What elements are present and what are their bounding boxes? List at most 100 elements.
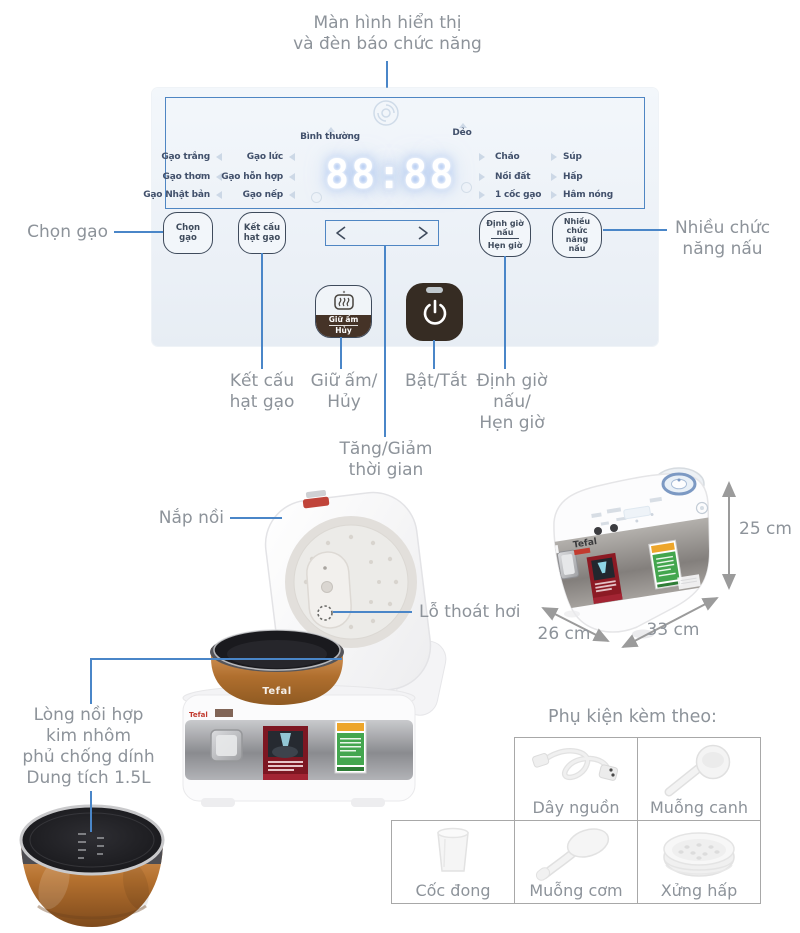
swirl-logo-icon bbox=[371, 98, 401, 132]
indicator-triangle bbox=[216, 173, 222, 181]
accessory-rice-paddle: Muỗng cơm bbox=[514, 820, 638, 904]
mode-sup: Súp bbox=[563, 152, 582, 162]
energy-label bbox=[334, 720, 367, 774]
rice-paddle-icon bbox=[515, 825, 637, 881]
mode-noi-dat: Nồi đất bbox=[495, 172, 531, 182]
rice-select-button: Chọn gạo bbox=[163, 212, 213, 254]
multi-function-annotation: Nhiều chức năng nấu bbox=[674, 218, 771, 259]
inner-pot-image bbox=[19, 804, 165, 927]
leader-line bbox=[261, 253, 263, 369]
power-cord-icon bbox=[515, 742, 637, 794]
leader-line bbox=[90, 658, 92, 704]
steamer-basket-icon bbox=[638, 825, 760, 883]
keep-warm-label-band: Giữ ấm Hủy bbox=[316, 315, 371, 337]
mode-hap: Hấp bbox=[563, 172, 583, 182]
brand-logo: Tefal bbox=[572, 537, 598, 556]
rice-gao-nhat-ban: Gạo Nhật bản bbox=[143, 190, 210, 200]
power-indicator-light bbox=[426, 287, 443, 293]
rice-select-annotation: Chọn gạo bbox=[27, 222, 108, 242]
indicator-triangle bbox=[289, 153, 295, 161]
timer-button: Định giờ nấu Hẹn giờ bbox=[479, 211, 531, 257]
closed-cooker-image: Tefal bbox=[553, 467, 710, 639]
steam-vent bbox=[317, 605, 333, 621]
accessory-measuring-cup: Cốc đong bbox=[391, 820, 515, 904]
faint-indicator-icon bbox=[461, 182, 472, 193]
dimension-arrows bbox=[541, 481, 736, 648]
lid-annotation: Nắp nồi bbox=[158, 508, 224, 528]
leader-line bbox=[433, 340, 435, 369]
brand-logo: Tefal bbox=[189, 711, 208, 719]
inner-pot-annotation: Lòng nồi hợp kim nhôm phủ chống dính Dun… bbox=[22, 705, 155, 788]
leader-line bbox=[384, 245, 386, 437]
ladle-icon bbox=[638, 742, 760, 798]
brand-logo: Tefal bbox=[262, 686, 291, 697]
leader-line bbox=[91, 658, 342, 660]
arrow-right-icon bbox=[418, 226, 428, 240]
leader-line bbox=[333, 611, 412, 613]
mode-1-coc-gao: 1 cốc gạo bbox=[495, 190, 542, 200]
height-dimension: 25 cm bbox=[739, 519, 792, 539]
timer-annotation: Định giờ nấu/ Hẹn giờ bbox=[476, 371, 548, 433]
multi-function-button: Nhiều chức năng nấu bbox=[552, 212, 602, 258]
leader-line bbox=[603, 229, 667, 231]
indicator-triangle bbox=[479, 191, 485, 199]
indicator-triangle bbox=[479, 153, 485, 161]
steam-vent-annotation: Lỗ thoát hơi bbox=[419, 602, 521, 622]
leader-line bbox=[230, 517, 282, 519]
leader-line bbox=[114, 231, 163, 233]
accessory-power-cord: Dây nguồn bbox=[514, 737, 638, 821]
rice-gao-trang: Gạo trắng bbox=[161, 152, 210, 162]
power-button bbox=[406, 283, 463, 341]
vent-mark bbox=[695, 501, 709, 515]
leader-line bbox=[340, 337, 342, 369]
indicator-triangle bbox=[289, 191, 295, 199]
measuring-marks bbox=[78, 833, 104, 859]
indicator-triangle bbox=[459, 123, 467, 128]
faint-indicator-icon bbox=[311, 192, 322, 203]
accessory-soup-ladle: Muỗng canh bbox=[637, 737, 761, 821]
control-panel-image: Bình thường Dẻo Gạo trắng Gạo thơm Gạo N… bbox=[143, 88, 658, 346]
warning-label bbox=[263, 726, 308, 780]
accessory-steamer: Xửng hấp bbox=[637, 820, 761, 904]
texture-annotation: Kết cấu hạt gạo bbox=[229, 371, 295, 412]
open-cooker-image: Tefal bbox=[182, 490, 447, 807]
mode-binh-thuong: Bình thường bbox=[300, 132, 360, 142]
indicator-triangle bbox=[216, 191, 222, 199]
rice-gao-thom: Gạo thơm bbox=[162, 172, 211, 182]
indicator-triangle bbox=[289, 173, 295, 181]
time-adjust-annotation: Tăng/Giảm thời gian bbox=[339, 439, 433, 480]
display-annotation: Màn hình hiển thị và đèn báo chức năng bbox=[293, 13, 482, 54]
top-control-prints bbox=[591, 496, 663, 526]
warning-label bbox=[586, 552, 623, 604]
rice-gao-luc: Gạo lức bbox=[246, 152, 283, 162]
leader-line bbox=[386, 61, 388, 89]
time-adjust-arrows bbox=[325, 220, 439, 246]
energy-label bbox=[648, 539, 684, 590]
leader-line bbox=[504, 256, 506, 369]
inner-pot-in-body: Tefal bbox=[210, 629, 344, 705]
display-region-outline bbox=[165, 97, 645, 209]
arrow-left-icon bbox=[336, 226, 346, 240]
rice-gao-nep: Gạo nếp bbox=[242, 190, 284, 200]
indicator-triangle bbox=[551, 173, 557, 181]
svg-text:Tefal: Tefal bbox=[572, 537, 597, 551]
keep-warm-cancel-button: Giữ ấm Hủy bbox=[315, 285, 372, 338]
mode-deo: Dẻo bbox=[452, 128, 472, 138]
accessories-title: Phụ kiện kèm theo: bbox=[548, 707, 717, 727]
rice-gao-hon-hop: Gạo hỗn hợp bbox=[221, 172, 283, 182]
indicator-triangle bbox=[216, 153, 222, 161]
depth-dimension: 26 cm bbox=[537, 624, 591, 644]
mode-chao: Cháo bbox=[495, 152, 520, 162]
indicator-triangle bbox=[551, 191, 557, 199]
width-dimension: 33 cm bbox=[646, 620, 700, 640]
keep-warm-pot-icon bbox=[333, 290, 354, 310]
measuring-cup-icon bbox=[392, 825, 514, 879]
leader-line bbox=[90, 791, 92, 832]
power-annotation: Bật/Tắt bbox=[405, 371, 467, 391]
keep-warm-annotation: Giữ ấm/ Hủy bbox=[310, 371, 378, 412]
indicator-triangle bbox=[479, 173, 485, 181]
seven-segment-display: 88:88 bbox=[325, 150, 456, 200]
power-icon bbox=[423, 299, 447, 325]
indicator-triangle bbox=[551, 153, 557, 161]
